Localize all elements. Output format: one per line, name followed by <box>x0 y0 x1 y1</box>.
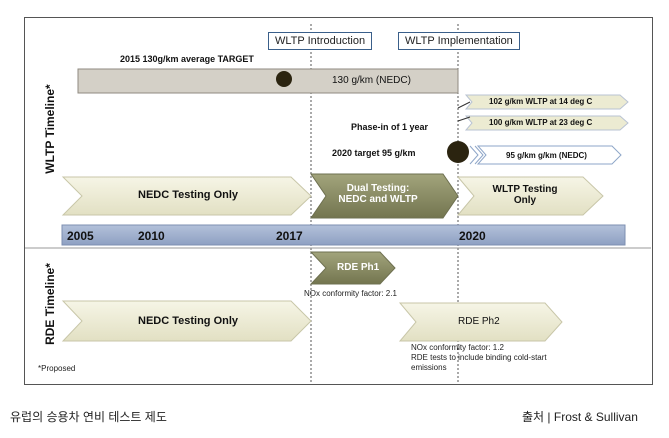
rde-timeline-label: RDE Timeline* <box>43 263 57 345</box>
wltp-102-arrow <box>464 94 629 110</box>
nox-21-note: NOx conformity factor: 2.1 <box>304 289 397 298</box>
rde-ph2-arrow <box>398 302 563 342</box>
wltp-implementation-callout: WLTP Implementation <box>398 32 520 50</box>
rde-ph1-label: RDE Ph1 <box>337 262 380 273</box>
nedc-95-chevron-2 <box>474 145 484 165</box>
wltp-testing-label: WLTP Testing Only <box>470 184 580 206</box>
rde-note-1: RDE tests to include binding cold-start <box>411 353 547 362</box>
phase-in-line <box>457 101 471 109</box>
year-2020: 2020 <box>459 229 486 243</box>
proposed-footnote: *Proposed <box>38 364 76 373</box>
target-2020-label: 2020 target 95 g/km <box>332 148 416 158</box>
dual-testing-arrow <box>310 173 459 219</box>
nedc-130-bar <box>77 68 459 94</box>
wltp-testing-arrow <box>456 176 604 216</box>
nedc-130-label: 130 g/km (NEDC) <box>332 75 411 86</box>
phase-in-label: Phase-in of 1 year <box>351 122 429 132</box>
nedc-testing-only-label-2: NEDC Testing Only <box>138 315 239 327</box>
wltp-introduction-callout: WLTP Introduction <box>268 32 373 50</box>
year-2005: 2005 <box>67 229 94 243</box>
caption-right: 출처 | Frost & Sullivan <box>522 410 638 424</box>
rde-ph2-label: RDE Ph2 <box>458 316 500 327</box>
nedc-testing-arrow-1 <box>61 176 312 216</box>
rde-note-2: emissions <box>411 363 447 372</box>
dual-testing-label: Dual Testing: NEDC and WLTP <box>311 183 445 205</box>
wltp-testing-line-2: Only <box>513 195 537 206</box>
phase-in-line-2 <box>457 116 471 122</box>
nedc-testing-arrow-2 <box>61 300 312 342</box>
wltp-100-arrow <box>464 115 629 131</box>
target-2015-label: 2015 130g/km average TARGET <box>120 54 254 64</box>
nox-12-note: NOx conformity factor: 1.2 <box>411 343 504 352</box>
nedc-95-arrow <box>476 145 622 165</box>
year-2010: 2010 <box>138 229 165 243</box>
dual-testing-line-2: NEDC and WLTP <box>338 194 418 205</box>
caption-left: 유럽의 승용차 연비 테스트 제도 <box>10 410 167 424</box>
nedc-95-chevron <box>469 145 479 165</box>
year-bar <box>61 224 626 246</box>
dual-testing-line-1: Dual Testing: <box>346 183 410 194</box>
target-2020-dot <box>447 141 469 163</box>
year-2017: 2017 <box>276 229 303 243</box>
rde-ph2-notes: NOx conformity factor: 1.2 RDE tests to … <box>411 343 547 373</box>
wltp-102-label: 102 g/km WLTP at 14 deg C <box>489 97 593 106</box>
wltp-testing-line-1: WLTP Testing <box>492 184 558 195</box>
nedc-testing-only-label-1: NEDC Testing Only <box>138 189 239 201</box>
nedc-95-label: 95 g/km g/km (NEDC) <box>506 151 587 160</box>
wltp-100-label: 100 g/km WLTP at 23 deg C <box>489 118 593 127</box>
rde-ph1-arrow <box>309 251 396 285</box>
target-2015-dot <box>276 71 292 87</box>
wltp-timeline-label: WLTP Timeline* <box>43 84 57 174</box>
